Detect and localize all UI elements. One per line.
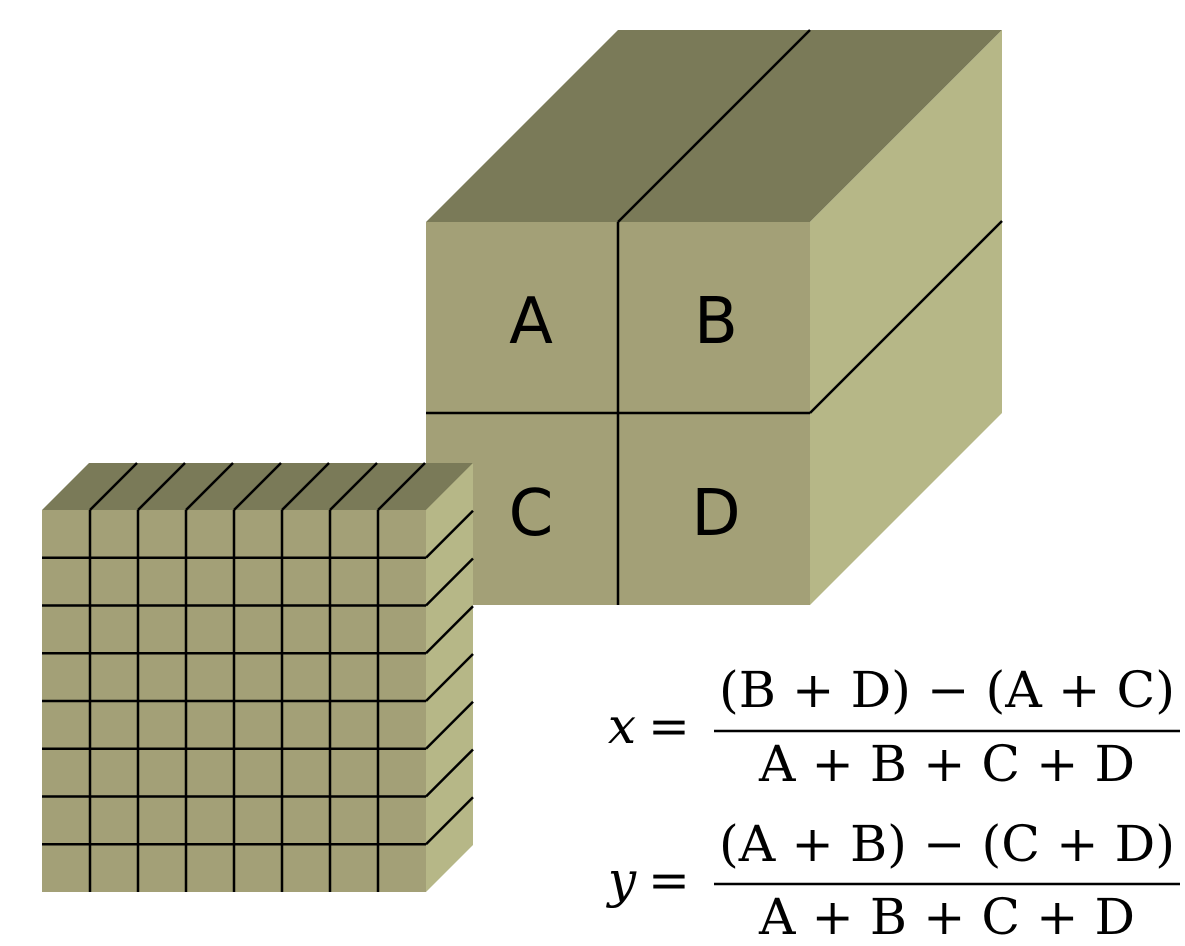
pixel-grid-side-line — [425, 700, 474, 750]
pixel-grid-top-line — [233, 462, 282, 511]
pixel-grid-side-line — [425, 605, 474, 655]
pixel-grid-top-line — [281, 462, 330, 511]
pixel-grid-side-line — [425, 653, 474, 702]
equation-y-lhs: y — [606, 851, 637, 909]
equation-y: y = (A + B) − (C + D) A + B + C + D — [606, 815, 1180, 946]
pixel-grid-side-line — [425, 748, 474, 798]
pixel-grid-side-line — [425, 796, 474, 846]
pixel-detector — [42, 462, 474, 892]
equation-x: x = (B + D) − (A + C) A + B + C + D — [608, 661, 1180, 793]
pixel-grid-side-line — [425, 557, 474, 607]
pixel-grid-top-line — [89, 462, 138, 511]
quadrant-label-b: B — [694, 285, 738, 359]
quadrant-label-a: A — [509, 285, 553, 359]
quadrant-detector: A B C D — [426, 29, 1003, 605]
pixel-grid-side-line — [425, 509, 474, 559]
equation-x-denominator: A + B + C + D — [758, 735, 1135, 793]
quadrant-label-d: D — [691, 477, 740, 551]
pixel-grid-top-line — [185, 462, 234, 511]
equation-x-lhs: x — [608, 697, 636, 755]
equation-y-numerator: (A + B) − (C + D) — [719, 815, 1175, 873]
quadrant-divider-side — [809, 220, 1003, 414]
pixel-grid-top-line — [329, 462, 378, 511]
quadrant-divider-top — [617, 29, 811, 223]
equation-x-numerator: (B + D) − (A + C) — [719, 661, 1175, 719]
equation-y-equals: = — [648, 851, 690, 909]
quadrant-label-c: C — [509, 477, 554, 551]
pixel-grid-top-line — [377, 462, 426, 511]
equation-x-equals: = — [648, 697, 690, 755]
pixel-grid-top-line — [137, 462, 186, 511]
equation-y-denominator: A + B + C + D — [758, 888, 1135, 946]
